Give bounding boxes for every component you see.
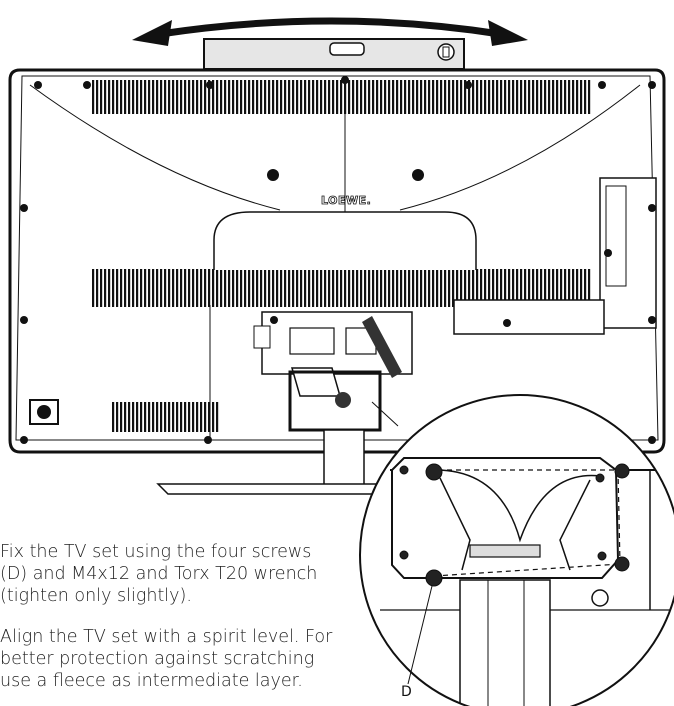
spirit-level [203, 38, 465, 70]
zoom-detail [359, 394, 674, 706]
tilt-arrow [132, 17, 528, 46]
instruction-line: (D) and M4x12 and Torx T20 wrench [0, 564, 318, 584]
brand-logo: LOEWE. [321, 194, 371, 207]
instruction-align-level: Align the TV set with a spirit level. Fo… [0, 626, 360, 692]
instruction-line: use a fleece as intermediate layer. [0, 671, 303, 691]
instruction-line: Fix the TV set using the four screws [0, 542, 312, 562]
instruction-line: Align the TV set with a spirit level. Fo… [0, 627, 333, 647]
callout-leader [407, 585, 433, 685]
screw-callout-label: D [401, 684, 412, 700]
instruction-fix-screws: Fix the TV set using the four screws (D)… [0, 541, 360, 607]
instruction-line: better protection against scratching [0, 649, 315, 669]
tv-back-panel [8, 68, 666, 454]
instruction-line: (tighten only slightly). [0, 586, 192, 606]
